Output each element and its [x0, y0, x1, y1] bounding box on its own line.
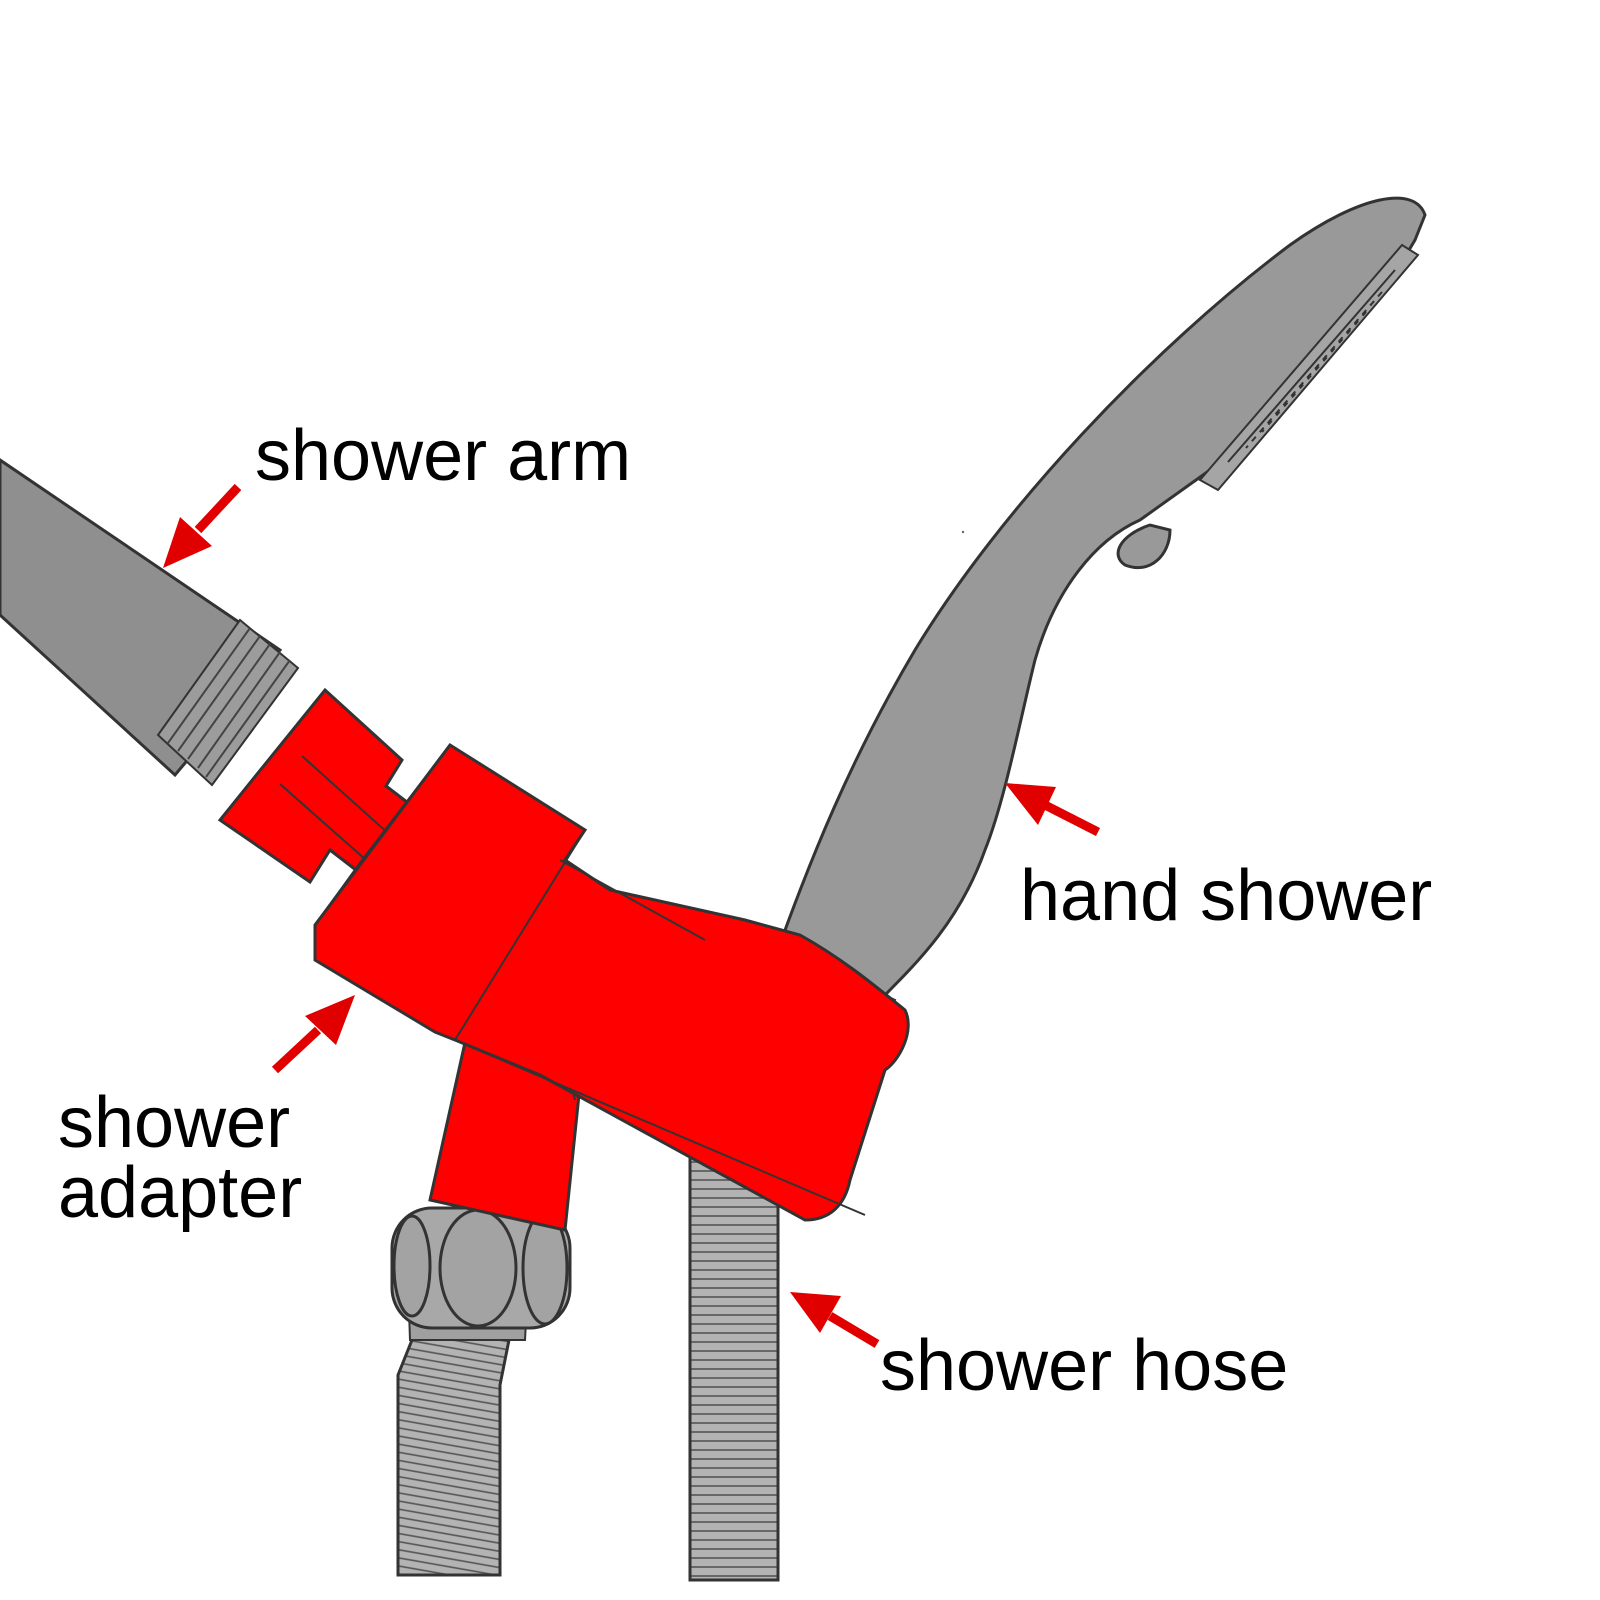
shower-hose [688, 1148, 780, 1582]
hose-nut [390, 1206, 572, 1330]
label-hand-shower: hand shower [1020, 856, 1433, 936]
adapter-hose-outlet [390, 1206, 572, 1577]
hand-shower-spray-face [1198, 243, 1420, 492]
label-shower-hose: shower hose [880, 1326, 1289, 1406]
shower-arm-pipe [0, 458, 300, 787]
label-shower-adapter: shower adapter [58, 1083, 303, 1233]
adapter-main-body [313, 742, 910, 1222]
shower-adapter [217, 687, 910, 1232]
shower-arm-thread [156, 618, 300, 787]
label-shower-adapter-line2: adapter [58, 1153, 303, 1233]
speck-dot [961, 530, 965, 534]
label-shower-arm: shower arm [255, 416, 632, 496]
arrow-hand-shower [1005, 783, 1101, 837]
arrow-shower-adapter [271, 995, 355, 1074]
arrow-shower-arm [163, 483, 242, 568]
label-shower-adapter-line1: shower [58, 1083, 291, 1163]
arrow-shower-hose [790, 1292, 880, 1348]
